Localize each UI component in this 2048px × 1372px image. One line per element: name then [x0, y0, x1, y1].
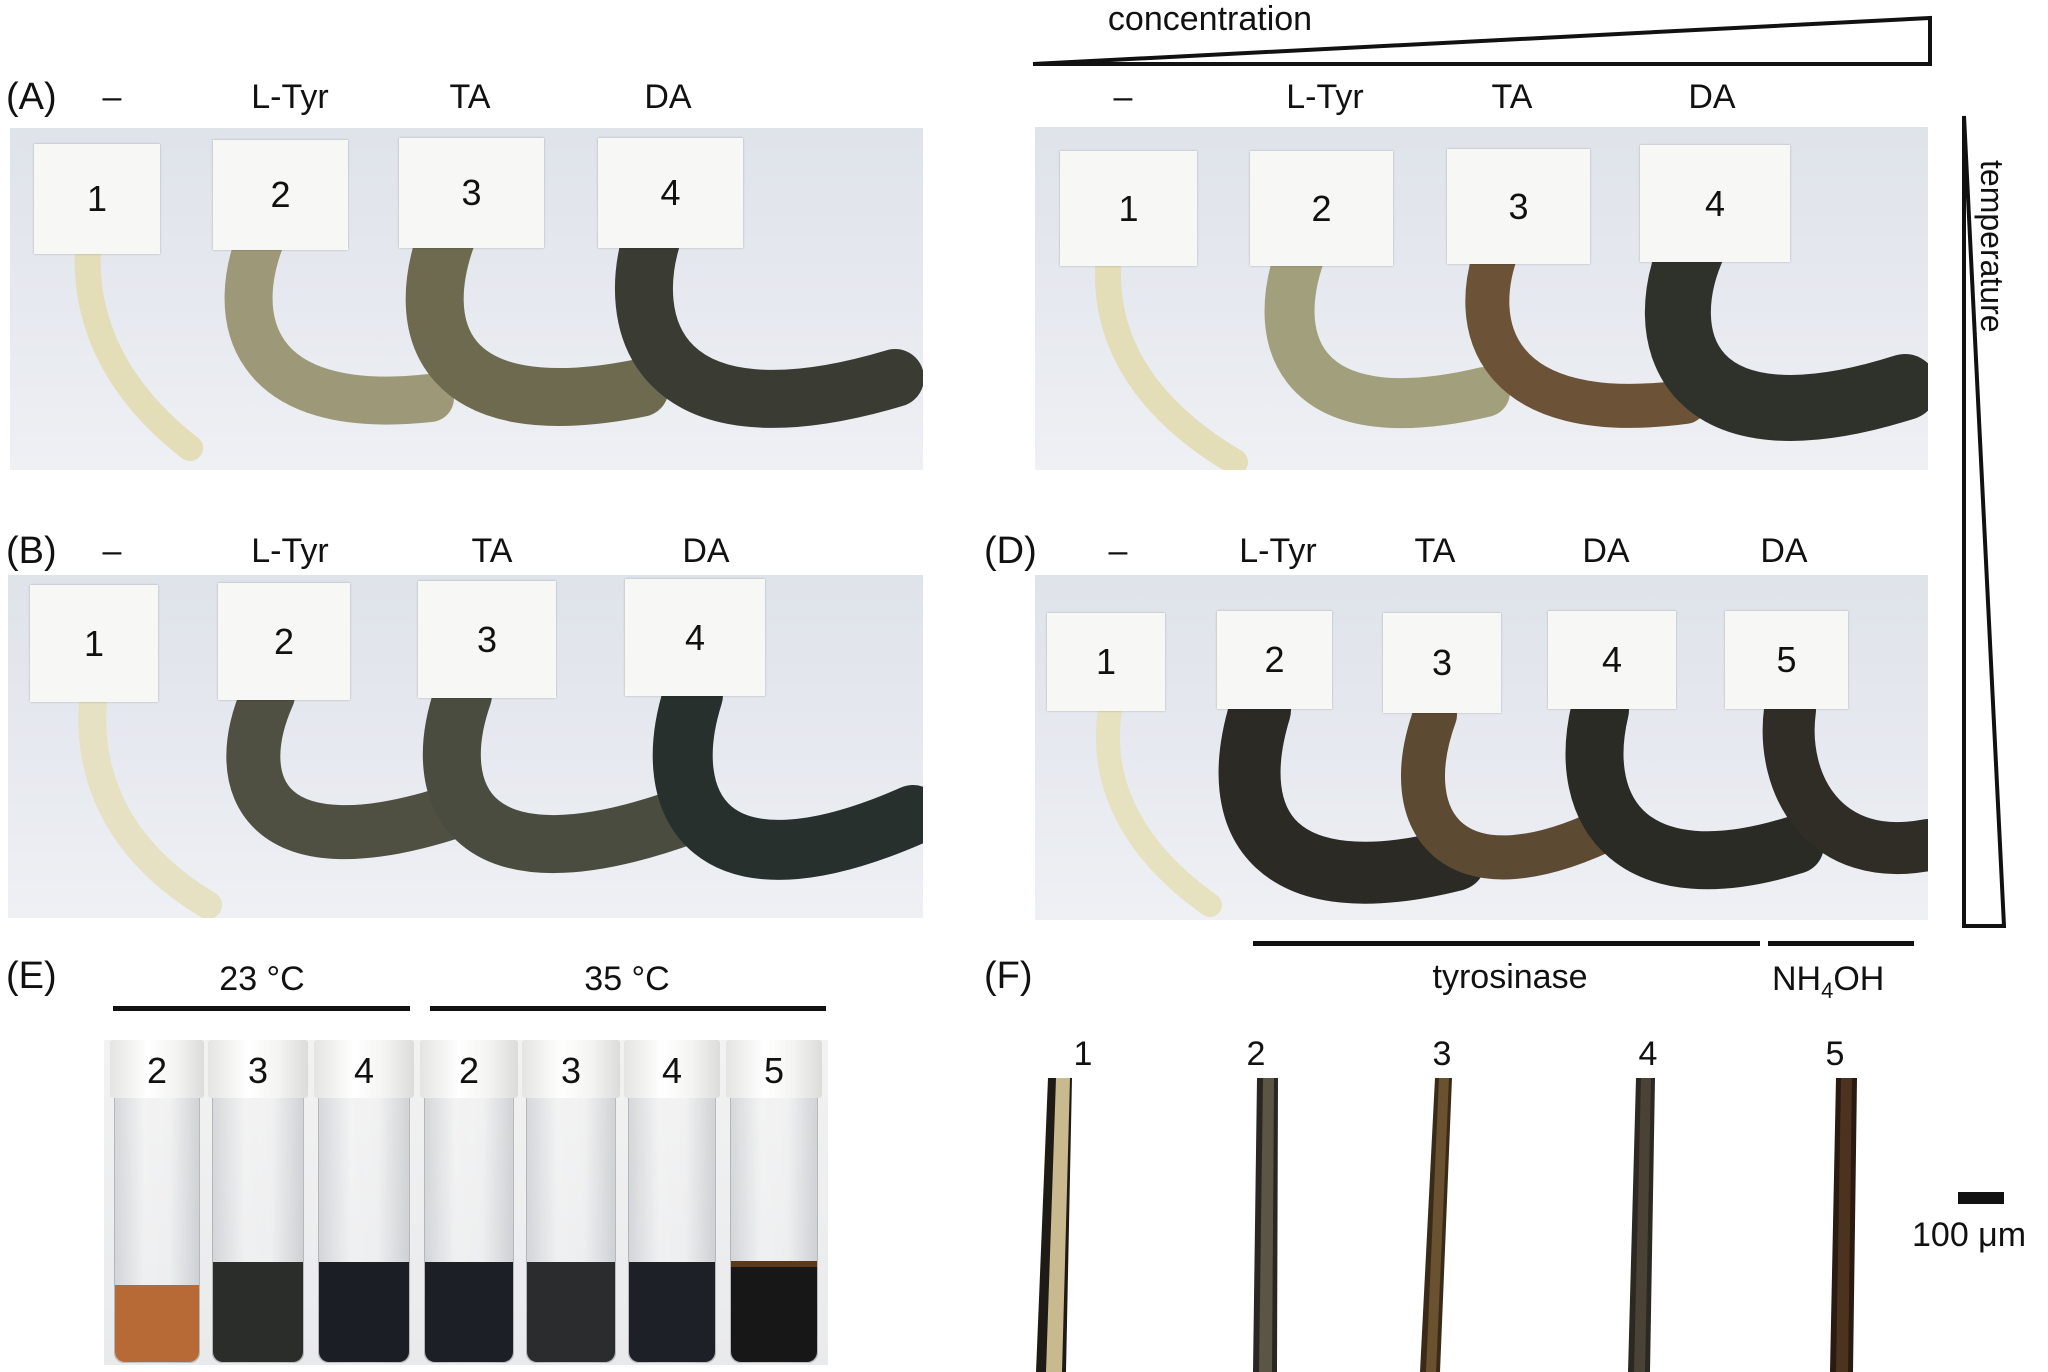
panel-a-condition-4: DA	[644, 78, 692, 116]
hair-swatches-icon	[1095, 209, 1928, 470]
panel-a-photo: 1 2 3 4	[10, 128, 923, 470]
vial-cap: 3	[522, 1040, 620, 1098]
vial-cap: 2	[420, 1040, 518, 1098]
panel-b-condition-2: L-Tyr	[251, 532, 329, 570]
panel-c-photo: 1 2 3 4	[1035, 127, 1928, 470]
vial: 4	[624, 1040, 720, 1365]
panel-d-condition-4: DA	[1582, 532, 1630, 570]
concentration-label: concentration	[1107, 0, 1313, 38]
vial: 3	[522, 1040, 620, 1365]
group-23c-bracket	[113, 1006, 410, 1011]
hair-tag-2: 2	[1250, 151, 1393, 266]
fiber-label-1: 1	[1073, 1035, 1093, 1073]
vial: 4	[314, 1040, 414, 1365]
panel-d-condition-2: L-Tyr	[1239, 532, 1317, 570]
fiber-label-2: 2	[1246, 1035, 1266, 1073]
group-23c-label: 23 °C	[219, 960, 305, 998]
scale-bar-icon	[1958, 1192, 2004, 1204]
tyrosinase-bracket	[1253, 941, 1760, 946]
hair-tag-4: 4	[598, 138, 743, 248]
fiber-label-4: 4	[1638, 1035, 1658, 1073]
panel-c-condition-3: TA	[1491, 78, 1533, 116]
panel-b-label: (B)	[6, 530, 57, 572]
panel-d-condition-5: DA	[1760, 532, 1808, 570]
hair-tag-3: 3	[1447, 149, 1590, 264]
panel-b-condition-3: TA	[471, 532, 513, 570]
vial: 5	[726, 1040, 822, 1365]
hair-swatches-icon	[1095, 679, 1928, 917]
hair-tag-2: 2	[218, 583, 350, 700]
hair-swatches-icon	[74, 199, 923, 461]
hair-tag-5: 5	[1725, 611, 1848, 709]
panel-d-condition-1: –	[1108, 532, 1128, 570]
hair-fibers-micrograph	[1036, 1078, 1857, 1372]
hair-tag-1: 1	[1047, 613, 1165, 711]
vial: 3	[208, 1040, 308, 1365]
hair-tag-2: 2	[1217, 611, 1332, 709]
hair-tag-3: 3	[1383, 613, 1501, 713]
scale-bar-label: 100 μm	[1912, 1216, 2027, 1254]
hair-tag-4: 4	[1548, 611, 1676, 709]
hair-tag-2: 2	[213, 140, 348, 250]
temperature-wedge-icon	[1962, 115, 2007, 928]
fiber-label-3: 3	[1432, 1035, 1452, 1073]
vial-cap: 2	[110, 1040, 204, 1098]
panel-b-condition-1: –	[102, 532, 122, 570]
hair-tag-4: 4	[625, 579, 765, 696]
nh4oh-bracket	[1768, 941, 1914, 946]
panel-c-condition-2: L-Tyr	[1286, 78, 1364, 116]
vial-cap: 4	[314, 1040, 414, 1098]
panel-a-condition-2: L-Tyr	[251, 78, 329, 116]
panel-a-condition-3: TA	[449, 78, 491, 116]
panel-d-label: (D)	[984, 530, 1037, 572]
panel-b-photo: 1 2 3 4	[8, 575, 923, 918]
hair-swatches-icon	[78, 665, 923, 918]
panel-c-condition-4: DA	[1688, 78, 1736, 116]
panel-f-label: (F)	[984, 955, 1033, 997]
vial-cap: 5	[726, 1040, 822, 1098]
temperature-label: temperature	[1974, 160, 2010, 333]
panel-a-label: (A)	[6, 76, 57, 118]
hair-tag-4: 4	[1640, 145, 1790, 262]
panel-c-condition-1: –	[1113, 78, 1133, 116]
nh4oh-label: NH4OH	[1772, 960, 1885, 1003]
panel-e-photo: 2 3 4 2 3 4 5	[104, 1040, 828, 1365]
vial: 2	[420, 1040, 518, 1365]
panel-d-condition-3: TA	[1414, 532, 1456, 570]
panel-d-photo: 1 2 3 4 5	[1035, 575, 1928, 920]
vial-cap: 4	[624, 1040, 720, 1098]
hair-tag-1: 1	[34, 144, 160, 254]
hair-tag-3: 3	[399, 138, 544, 248]
panel-b-condition-4: DA	[682, 532, 730, 570]
fiber-label-5: 5	[1825, 1035, 1845, 1073]
group-35c-label: 35 °C	[584, 960, 670, 998]
vial-cap: 3	[208, 1040, 308, 1098]
concentration-wedge-icon	[1032, 15, 1932, 66]
vial: 2	[110, 1040, 204, 1365]
group-35c-bracket	[430, 1006, 826, 1011]
panel-e-label: (E)	[6, 955, 57, 997]
tyrosinase-label: tyrosinase	[1432, 958, 1588, 996]
hair-tag-1: 1	[30, 585, 158, 702]
hair-tag-3: 3	[418, 581, 556, 698]
hair-tag-1: 1	[1060, 151, 1197, 266]
panel-a-condition-1: –	[102, 78, 122, 116]
